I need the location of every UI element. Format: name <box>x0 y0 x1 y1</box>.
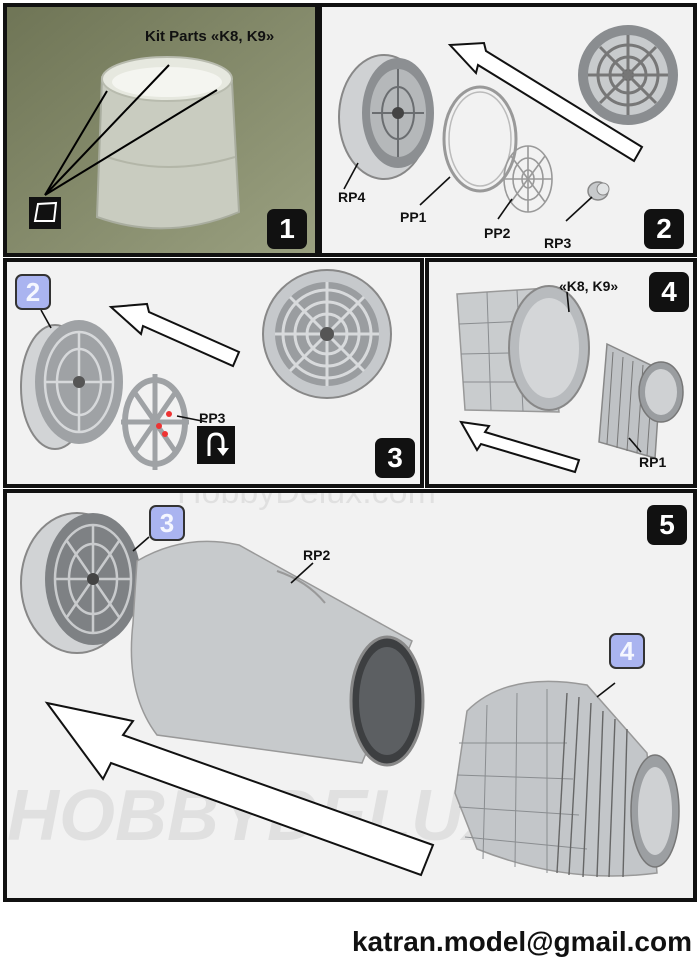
step-number-1: 1 <box>267 209 307 249</box>
label-pp3: PP3 <box>199 410 226 426</box>
step-2-illustration <box>338 25 678 222</box>
panel-step-2: RP4 PP1 PP2 RP3 2 <box>318 3 697 257</box>
panel-step-4: «K8, K9» 4 RP1 <box>425 258 697 488</box>
label-pp2: PP2 <box>484 225 511 241</box>
step-reference-4: 4 <box>609 633 645 669</box>
step-number-4: 4 <box>649 272 689 312</box>
panel-step-1: Kit Parts «K8, K9» 1 <box>3 3 319 257</box>
label-rp4: RP4 <box>338 189 366 205</box>
panel-step-5: HobbyDelux.com HOBBYDELUX <box>3 489 697 902</box>
step-reference-2: 2 <box>15 274 51 310</box>
step-5-illustration <box>20 512 680 878</box>
label-rp1: RP1 <box>639 454 667 470</box>
label-rp3: RP3 <box>544 235 572 251</box>
step-number-3: 3 <box>375 438 415 478</box>
kit-parts-title: Kit Parts «K8, K9» <box>145 28 275 45</box>
step-number-2: 2 <box>644 209 684 249</box>
contact-email: katran.model@gmail.com <box>351 926 692 957</box>
watermark-site: HobbyDelux.com <box>177 489 436 511</box>
step-reference-3: 3 <box>149 505 185 541</box>
label-rp2: RP2 <box>303 547 331 563</box>
kit-label: «K8, K9» <box>559 278 619 294</box>
flip-part-icon <box>197 426 235 464</box>
step-4-illustration <box>456 285 684 474</box>
cut-part-icon <box>29 197 61 229</box>
step-3-illustration <box>20 269 392 470</box>
label-pp1: PP1 <box>400 209 427 225</box>
step-number-5: 5 <box>647 505 687 545</box>
panel-step-3: 2 PP3 3 <box>3 258 424 488</box>
